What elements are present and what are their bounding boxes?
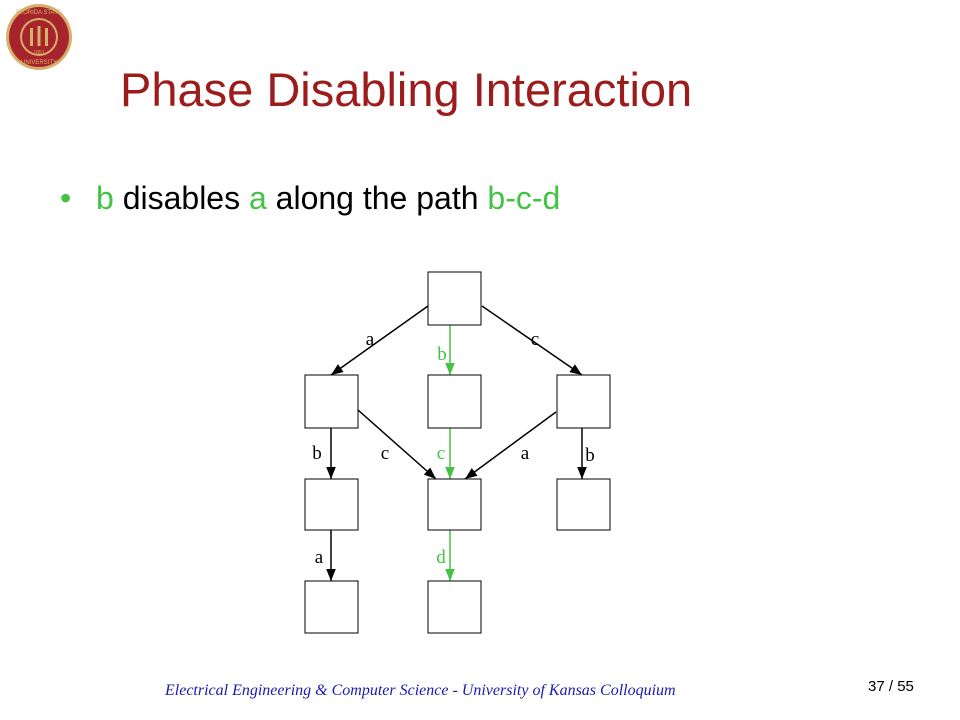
edge-label-n4-n7: a — [315, 547, 324, 568]
edge-label-n1-n5: c — [381, 443, 389, 464]
node-n2 — [427, 374, 482, 429]
node-n6 — [556, 478, 611, 531]
node-n5 — [427, 478, 482, 531]
bullet-text-1: disables — [113, 180, 249, 216]
edge-label-n0-n1: a — [366, 329, 375, 350]
seal-text-bottom: UNIVERSITY — [21, 60, 57, 66]
page-total: 55 — [897, 678, 914, 695]
edge-label-n3-n5: a — [521, 443, 530, 464]
edge-label-n0-n3: c — [531, 329, 539, 350]
node-n7 — [304, 580, 359, 634]
bullet-a: a — [248, 180, 267, 216]
page-number: 37 / 55 — [868, 678, 914, 695]
seal-year: 1851 — [33, 50, 44, 56]
edge-n3-n5 — [464, 411, 557, 480]
edge-n0-n3 — [481, 305, 583, 376]
node-n3 — [556, 374, 611, 429]
edge-n1-n5 — [357, 409, 437, 480]
slide-footer: Electrical Engineering & Computer Scienc… — [165, 682, 676, 699]
bullet-text-2: along the path — [266, 180, 488, 216]
node-n8 — [427, 580, 482, 634]
edge-label-n1-n4: b — [312, 443, 322, 464]
page-current: 37 — [868, 678, 885, 695]
bullet-item: • b disables a along the path b-c-d — [60, 180, 560, 217]
slide-title: Phase Disabling Interaction — [120, 63, 693, 116]
node-n4 — [304, 478, 359, 531]
node-n1 — [304, 374, 359, 429]
seal-torch-right — [45, 28, 48, 46]
seal-torch-center — [37, 26, 41, 46]
bullet-b: b — [96, 180, 114, 216]
edge-label-n3-n6: b — [585, 445, 595, 466]
node-n0 — [427, 271, 482, 326]
page-separator: / — [884, 678, 898, 695]
bullet-path: b-c-d — [487, 180, 561, 216]
bullet-dot: • — [60, 180, 72, 216]
seal-text-top: FLORIDA STATE — [16, 10, 62, 16]
university-seal-logo: FLORIDA STATE UNIVERSITY 1851 — [6, 4, 72, 70]
edge-label-n5-n8: d — [436, 547, 446, 568]
seal-torch-left — [30, 28, 33, 46]
edge-label-n0-n2: b — [437, 344, 447, 365]
edge-n0-n1 — [330, 305, 429, 376]
edge-label-n2-n5: c — [437, 443, 445, 464]
